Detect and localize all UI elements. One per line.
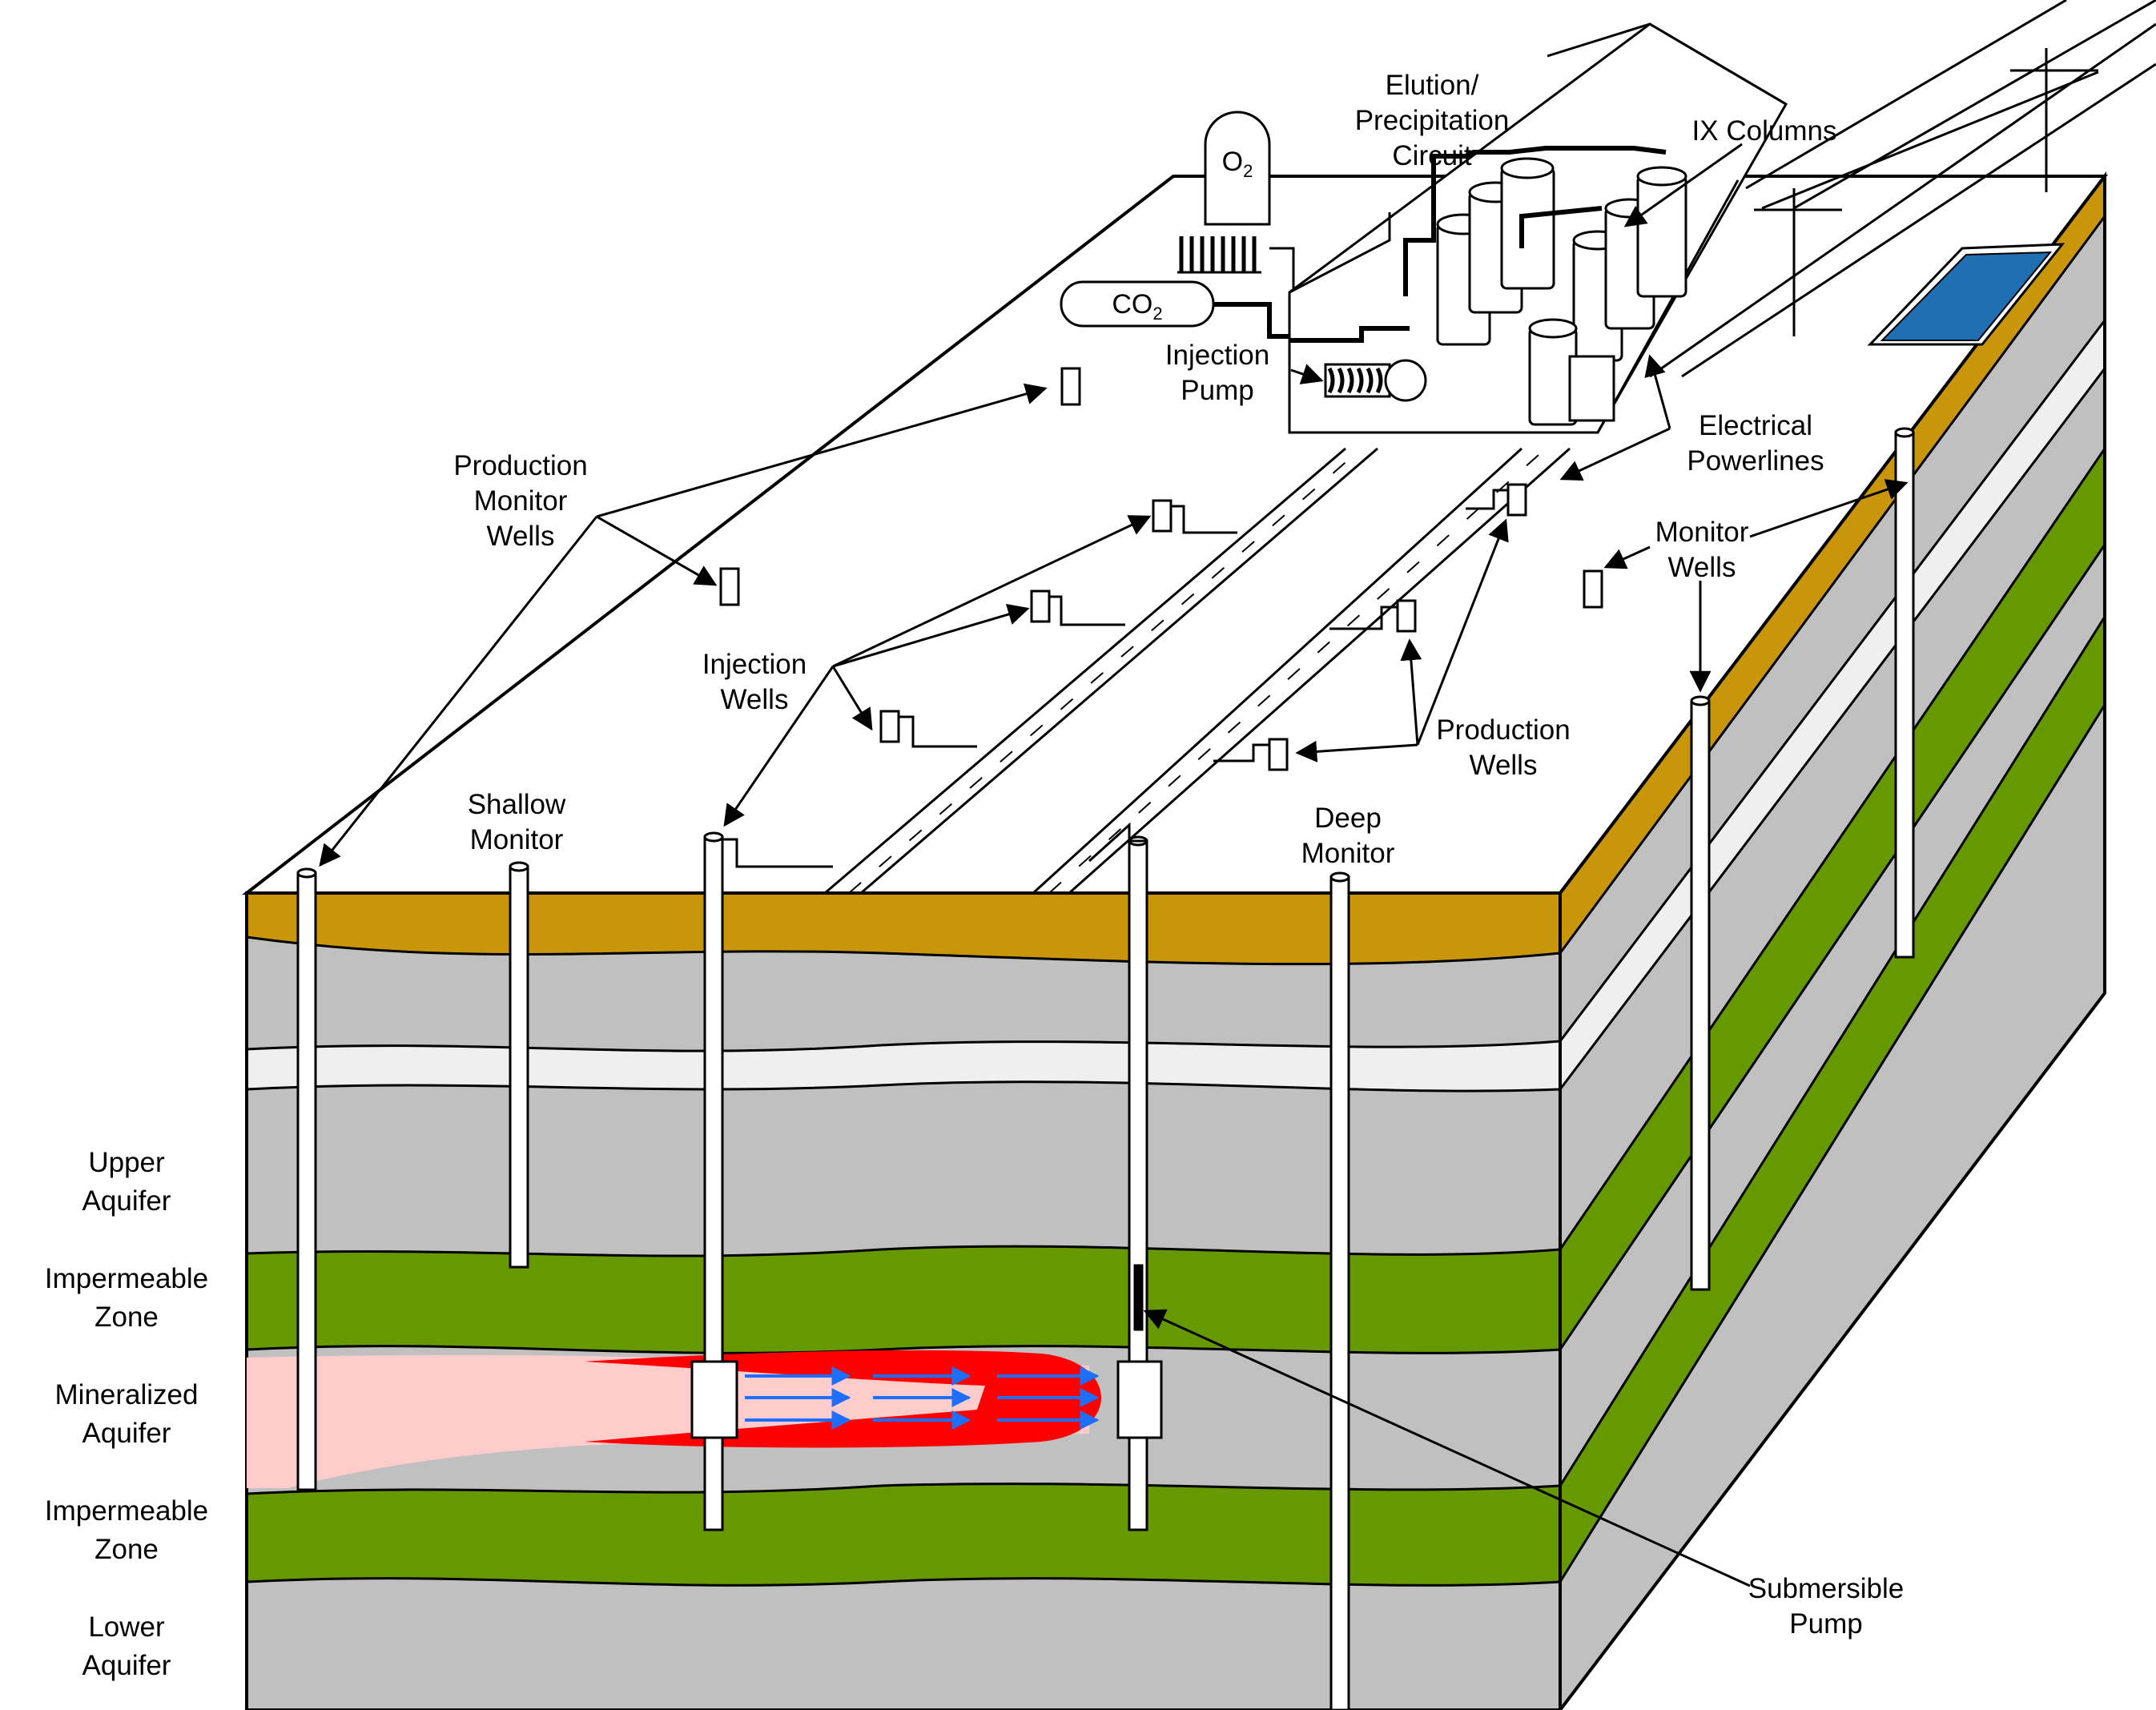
label-ix-columns: IX Columns — [1692, 114, 1837, 149]
label-production-wells: Production Wells — [1436, 713, 1570, 783]
surface-wells — [719, 367, 1603, 771]
zone-mineralized-line2: Aquifer — [82, 1418, 171, 1449]
label-shallow-monitor-line1: Shallow — [467, 789, 566, 820]
pipelines — [722, 447, 1571, 895]
label-powerlines-line1: Electrical — [1699, 410, 1812, 441]
injection-well-top-1 — [879, 710, 977, 748]
label-injection-pump-line2: Pump — [1181, 375, 1254, 406]
label-elution-line2: Precipitation — [1354, 105, 1510, 136]
injection-well-top-3 — [1152, 499, 1237, 534]
zone-impermeable-upper-line1: Impermeable — [44, 1263, 209, 1294]
injection-well-top-2 — [1030, 589, 1125, 626]
label-injection-wells-line1: Injection — [702, 649, 807, 680]
label-elution-line1: Elution/ — [1385, 70, 1479, 101]
side-monitor-well-1 — [1690, 695, 1711, 1291]
production-well-pipe — [1116, 835, 1163, 1531]
label-injection-pump: Injection Pump — [1165, 338, 1269, 408]
label-deep-monitor-line1: Deep — [1314, 803, 1382, 834]
label-co2-main: CO — [1112, 289, 1153, 320]
production-well-top-3 — [1466, 483, 1527, 517]
label-shallow-monitor: Shallow Monitor — [468, 787, 566, 858]
lower-impermeable-layer — [245, 1483, 1562, 1587]
o2-tank-icon — [1177, 111, 1295, 288]
label-injection-pump-line1: Injection — [1164, 340, 1270, 371]
label-injection-wells-line2: Wells — [720, 684, 789, 715]
injection-pump-icon — [1324, 359, 1427, 402]
zone-impermeable-upper-line2: Zone — [95, 1302, 159, 1333]
label-co2: CO2 — [1112, 287, 1162, 332]
label-o2-sub: 2 — [1243, 160, 1253, 181]
label-shallow-monitor-line2: Monitor — [469, 824, 564, 855]
label-monitor-wells-line1: Monitor — [1655, 517, 1749, 548]
label-monitor-wells-line2: Wells — [1667, 552, 1736, 583]
zone-label-impermeable-lower: Impermeable Zone — [45, 1492, 208, 1569]
deep-monitor-pipe — [1329, 871, 1350, 1710]
label-electrical-powerlines: Electrical Powerlines — [1687, 408, 1824, 479]
label-submersible-pump-line2: Pump — [1789, 1608, 1863, 1640]
plant-building — [1288, 22, 1788, 434]
label-deep-monitor-line2: Monitor — [1301, 838, 1395, 869]
production-well-top-2 — [1329, 599, 1417, 633]
production-well-top-1 — [1213, 738, 1289, 771]
co2-tank-icon — [1060, 280, 1289, 339]
zone-label-impermeable-upper: Impermeable Zone — [45, 1260, 208, 1337]
shallow-monitor-pipe — [509, 861, 529, 1269]
topsoil-layer — [245, 891, 1562, 966]
zone-label-upper-aquifer: Upper Aquifer — [82, 1144, 171, 1221]
label-o2: O2 — [1222, 144, 1253, 189]
label-production-monitor-wells: Production Monitor Wells — [453, 449, 587, 554]
upper-impermeable-layer — [245, 1245, 1562, 1354]
zone-lower-aquifer-line2: Aquifer — [82, 1650, 171, 1681]
label-injection-wells: Injection Wells — [702, 647, 806, 718]
zone-upper-aquifer-line1: Upper — [88, 1147, 165, 1178]
front-face — [245, 891, 1562, 1710]
label-pmw-line1: Production — [453, 450, 588, 481]
upper-sand-layer — [245, 1040, 1562, 1092]
monitor-well-top — [1583, 569, 1603, 609]
production-monitor-well-top-1 — [1060, 367, 1081, 406]
label-monitor-wells: Monitor Wells — [1655, 515, 1749, 585]
zone-upper-aquifer-line2: Aquifer — [82, 1185, 171, 1217]
label-elution-circuit: Elution/ Precipitation Circuit — [1355, 68, 1510, 174]
label-production-wells-line2: Wells — [1469, 750, 1538, 781]
label-production-wells-line1: Production — [1436, 714, 1571, 746]
front-wells — [296, 427, 1915, 1710]
label-ix-columns-text: IX Columns — [1691, 115, 1837, 147]
label-deep-monitor: Deep Monitor — [1301, 801, 1395, 871]
callout-arrows — [319, 143, 1909, 1587]
injection-well-pipe — [690, 831, 738, 1531]
zone-mineralized-line1: Mineralized — [54, 1379, 199, 1410]
zone-label-lower-aquifer: Lower Aquifer — [82, 1608, 171, 1685]
label-co2-sub: 2 — [1152, 303, 1163, 324]
side-monitor-well-2 — [1894, 427, 1915, 959]
flow-arrows — [745, 1366, 1100, 1430]
label-pmw-line3: Wells — [486, 521, 555, 552]
ore-body-red — [585, 1350, 1101, 1448]
zone-lower-aquifer-line1: Lower — [88, 1611, 165, 1643]
zone-impermeable-lower-line2: Zone — [95, 1534, 159, 1565]
evaporation-pond — [1867, 243, 2065, 346]
label-elution-line3: Circuit — [1392, 140, 1472, 171]
elution-tanks — [1436, 157, 1555, 346]
label-o2-main: O — [1221, 147, 1244, 177]
label-submersible-pump: Submersible Pump — [1748, 1571, 1905, 1642]
zone-label-mineralized-aquifer: Mineralized Aquifer — [55, 1376, 199, 1453]
label-pmw-line2: Monitor — [473, 485, 568, 517]
power-lines — [1649, 0, 2156, 378]
label-powerlines-line2: Powerlines — [1687, 445, 1824, 477]
label-submersible-pump-line1: Submersible — [1748, 1573, 1905, 1604]
production-monitor-well-top-2 — [719, 567, 740, 606]
production-monitor-well-pipe — [296, 867, 317, 1491]
zone-impermeable-lower-line1: Impermeable — [44, 1495, 209, 1527]
